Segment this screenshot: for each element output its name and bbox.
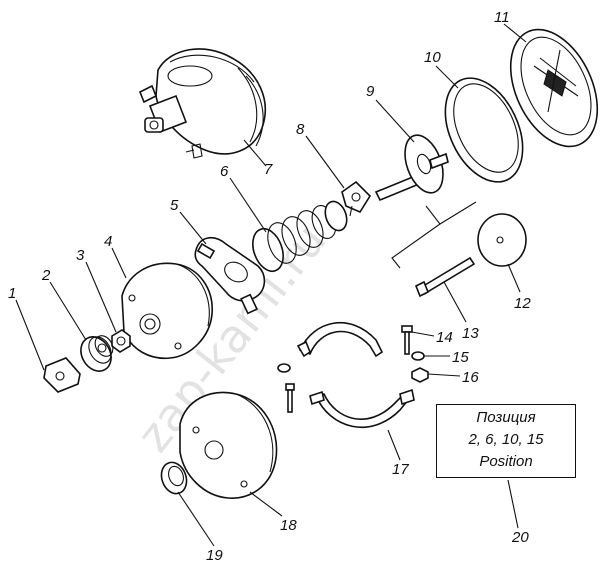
callout-13: 13 — [462, 325, 479, 342]
part-13-rod — [414, 256, 476, 298]
part-14-bolt — [401, 325, 413, 355]
callout-numbers: 1 2 3 4 5 6 7 8 9 10 11 12 13 14 15 16 1… — [8, 9, 531, 564]
callout-6: 6 — [220, 163, 229, 180]
callout-18: 18 — [280, 517, 297, 534]
part-19-seal — [160, 461, 188, 495]
part-4-housing — [121, 262, 213, 359]
callout-20: 20 — [511, 529, 529, 546]
legend-line-2: 2, 6, 10, 15 — [468, 431, 544, 448]
part-17-clamp-lower — [309, 388, 415, 428]
part-15-washer — [411, 351, 425, 361]
part-1-clevis — [43, 357, 81, 393]
legend-line-3: Position — [479, 453, 533, 470]
callout-19: 19 — [206, 547, 223, 564]
callout-8: 8 — [296, 121, 305, 138]
callout-9: 9 — [366, 83, 375, 100]
leader-lines — [15, 23, 527, 547]
callout-2: 2 — [41, 267, 51, 284]
callout-11: 11 — [494, 9, 510, 26]
legend-line-1: Позиция — [476, 409, 536, 426]
callout-7: 7 — [264, 161, 273, 178]
part-5-gasket — [194, 237, 266, 315]
group-bracket — [391, 201, 477, 269]
legend-box: Позиция 2, 6, 10, 15 Position — [436, 404, 576, 478]
part-9-rod-disc — [374, 134, 449, 202]
callout-4: 4 — [104, 233, 112, 250]
part-small-bolt — [277, 363, 295, 413]
callout-1: 1 — [8, 285, 16, 302]
part-12-disc — [477, 213, 527, 267]
callout-3: 3 — [76, 247, 85, 264]
callout-14: 14 — [436, 329, 453, 346]
callout-5: 5 — [170, 197, 179, 214]
part-2-bushing — [80, 335, 114, 372]
callout-17: 17 — [392, 461, 409, 478]
part-8-flange — [341, 180, 372, 217]
callout-15: 15 — [452, 349, 469, 366]
callout-16: 16 — [462, 369, 479, 386]
part-11-cover — [509, 28, 599, 148]
callout-10: 10 — [424, 49, 441, 66]
part-16-nut — [411, 367, 429, 383]
part-10-diaphragm — [444, 77, 524, 183]
part-18-housing — [179, 391, 278, 499]
part-7-booster — [138, 48, 267, 159]
part-6-spring — [252, 200, 348, 273]
callout-12: 12 — [514, 295, 531, 312]
part-17-clamp-upper — [296, 322, 384, 358]
part-3-nut — [111, 329, 131, 353]
